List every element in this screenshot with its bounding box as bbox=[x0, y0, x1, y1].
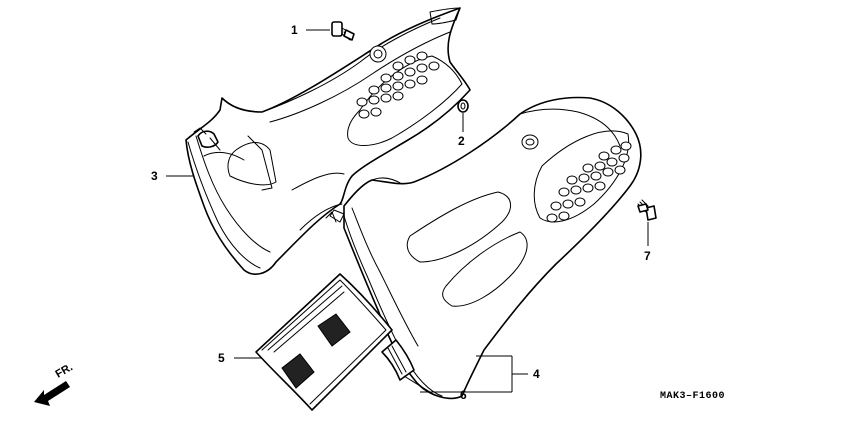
screw-icon bbox=[637, 199, 657, 221]
callout-4: 4 bbox=[533, 367, 540, 381]
grommet-icon bbox=[457, 99, 469, 113]
left-cover-boss bbox=[369, 45, 387, 63]
leader-lines bbox=[166, 29, 649, 393]
direction-label: FR. bbox=[54, 361, 75, 380]
right-cover-boss bbox=[521, 134, 539, 150]
callout-7: 7 bbox=[644, 249, 651, 263]
front-direction-arrow-icon: FR. bbox=[34, 361, 75, 406]
left-cover-vent-holes bbox=[356, 51, 440, 119]
left-cover-clip bbox=[193, 127, 221, 151]
callout-1: 1 bbox=[291, 23, 298, 37]
bolt-icon bbox=[331, 21, 355, 41]
pad-strip bbox=[381, 339, 415, 381]
callout-5: 5 bbox=[218, 351, 225, 365]
decal-patch-upper bbox=[317, 313, 351, 347]
right-side-cover bbox=[329, 96, 642, 400]
right-cover-vent-holes bbox=[546, 141, 632, 223]
callout-6: 6 bbox=[460, 388, 467, 402]
decal-plate bbox=[255, 273, 393, 411]
callout-2: 2 bbox=[458, 134, 465, 148]
decal-patch-lower bbox=[281, 353, 315, 389]
figure-code: MAK3–F1600 bbox=[660, 391, 725, 402]
callout-3: 3 bbox=[151, 169, 158, 183]
left-side-cover bbox=[185, 7, 471, 275]
